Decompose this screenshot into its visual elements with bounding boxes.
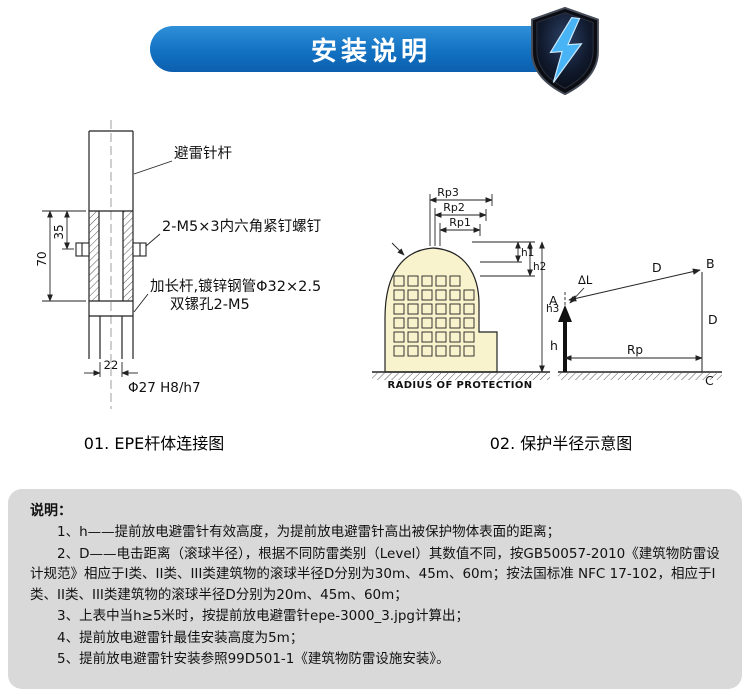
label-ext-pipe: 加长杆,镀锌钢管Φ32×2.5 bbox=[150, 278, 321, 295]
label-rp1: Rp1 bbox=[449, 216, 471, 229]
notes-panel: 说明： 1、h——提前放电避雷针有效高度，为提前放电避雷针高出被保护物体表面的距… bbox=[8, 489, 742, 689]
label-d-slant: D bbox=[652, 260, 662, 275]
label-ext-holes: 双镙孔2-M5 bbox=[170, 296, 250, 313]
label-d-vert: D bbox=[708, 312, 718, 327]
dimension-lines bbox=[42, 210, 138, 377]
label-h1: h1 bbox=[521, 247, 534, 259]
note-item: 1、h——提前放电避雷针有效高度，为提前放电避雷针高出被保护物体表面的距离； bbox=[57, 524, 561, 540]
label-screws: 2-M5×3内六角紧钉螺钉 bbox=[162, 218, 321, 235]
ground-caption: RADIUS OF PROTECTION bbox=[387, 380, 532, 391]
note-item: 4、提前放电避雷针最佳安装高度为5m； bbox=[57, 629, 304, 646]
mast-arrow-tip bbox=[558, 305, 572, 322]
ground-hatch-right bbox=[558, 373, 722, 380]
note-item: 5、提前放电避雷针安装参照99D501-1《建筑物防雷设施安装》。 bbox=[57, 651, 450, 667]
label-h: h bbox=[550, 338, 558, 353]
ground-hatch-left bbox=[372, 373, 550, 380]
page-title: 安装说明 bbox=[310, 36, 431, 67]
lightning-bolt-icon bbox=[549, 16, 583, 83]
dim-70-label: 70 bbox=[36, 251, 49, 266]
label-rp2: Rp2 bbox=[443, 201, 465, 214]
sphere-radius-line bbox=[568, 268, 701, 302]
delta-l-arrow bbox=[569, 287, 585, 304]
note-item: 3、上表中当h≥5米时，按提前放电避雷针epe-3000_3.jpg计算出； bbox=[57, 608, 469, 624]
label-rp3: Rp3 bbox=[437, 186, 459, 199]
label-c: C bbox=[705, 373, 714, 388]
dim-22-label: 22 bbox=[104, 358, 119, 372]
label-rp: Rp bbox=[627, 343, 643, 357]
label-a: A bbox=[549, 293, 558, 308]
building-windows bbox=[393, 275, 475, 357]
rod-connection-diagram: 70 35 22 Φ27 H8/h7 避雷针杆 2-M5×3内六角紧钉螺钉 加长… bbox=[36, 120, 321, 409]
set-screws bbox=[75, 242, 147, 257]
leader-lines bbox=[133, 160, 173, 313]
label-h2: h2 bbox=[533, 261, 546, 273]
label-b: B bbox=[706, 256, 715, 271]
roof-pointer bbox=[391, 242, 405, 256]
protection-radius-diagram: Rp3 Rp2 Rp1 h1 h2 h3 RADIUS OF PROTECTIO… bbox=[372, 186, 722, 391]
header-banner: 安装说明 bbox=[150, 26, 592, 72]
building-outline bbox=[384, 247, 498, 373]
diagram2-caption: 02. 保护半径示意图 bbox=[489, 434, 633, 453]
label-rod: 避雷针杆 bbox=[174, 145, 232, 162]
diagram1-caption: 01. EPE杆体连接图 bbox=[83, 434, 225, 453]
h-dimensions bbox=[472, 241, 545, 373]
lightning-shield-logo bbox=[531, 6, 599, 96]
label-h3: h3 bbox=[546, 303, 559, 315]
rp-dimensions bbox=[429, 194, 493, 246]
note-item: 2、D——电击距离（滚球半径），根据不同防雷类别（Level）其数值不同，按GB… bbox=[30, 545, 720, 603]
notes-title: 说明： bbox=[30, 503, 72, 519]
label-delta-l: ΔL bbox=[578, 273, 593, 287]
dim-35-label: 35 bbox=[52, 224, 66, 239]
dim-bore-label: Φ27 H8/h7 bbox=[128, 380, 201, 396]
